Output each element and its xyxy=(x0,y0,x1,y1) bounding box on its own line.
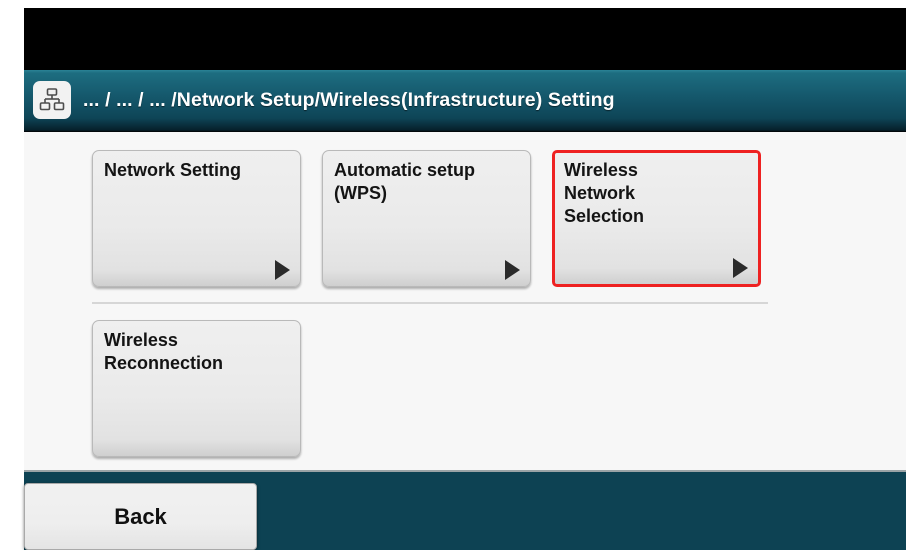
tile-network-setting[interactable]: Network Setting xyxy=(92,150,301,287)
tile-label: Network Setting xyxy=(104,160,242,180)
tile-label: Automatic setup (WPS) xyxy=(334,160,476,203)
network-sitemap-icon xyxy=(33,81,71,119)
back-button[interactable]: Back xyxy=(24,483,257,550)
chevron-right-arrow-icon xyxy=(275,260,290,280)
menu-row-2: Wireless Reconnection xyxy=(92,320,322,457)
tile-label: Wireless Network Selection xyxy=(564,160,645,226)
chevron-right-arrow-icon xyxy=(733,258,748,278)
tile-wireless-reconnection[interactable]: Wireless Reconnection xyxy=(92,320,301,457)
section-divider xyxy=(92,302,768,304)
top-black-bar xyxy=(24,8,906,70)
breadcrumb: ... / ... / ... /Network Setup/Wireless(… xyxy=(83,88,615,111)
tile-label: Wireless Reconnection xyxy=(104,330,224,373)
footer-bar: Back xyxy=(24,470,906,550)
menu-row-1: Network Setting Automatic setup (WPS) Wi… xyxy=(92,150,782,287)
menu-content-area: Network Setting Automatic setup (WPS) Wi… xyxy=(24,132,906,470)
header-bar: ... / ... / ... /Network Setup/Wireless(… xyxy=(24,70,906,132)
tile-wireless-network-selection[interactable]: Wireless Network Selection xyxy=(552,150,761,287)
tile-automatic-setup-wps[interactable]: Automatic setup (WPS) xyxy=(322,150,531,287)
chevron-right-arrow-icon xyxy=(505,260,520,280)
